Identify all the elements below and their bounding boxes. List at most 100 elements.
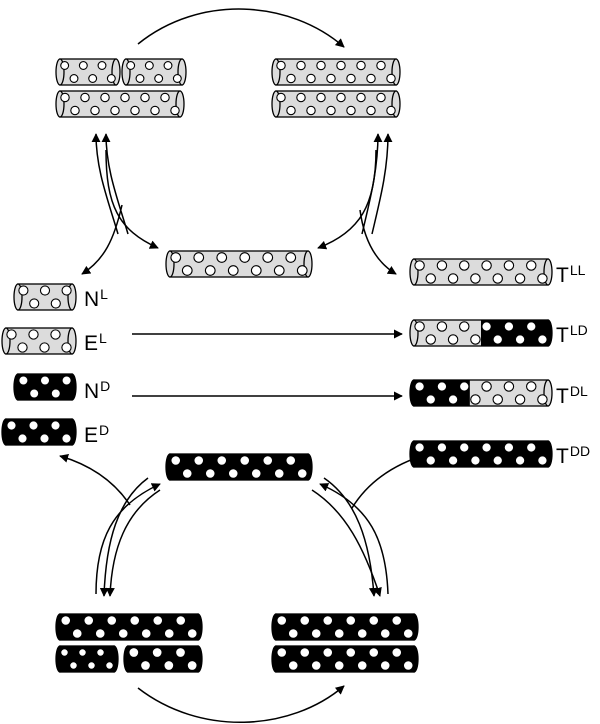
arrow-bl-to-ed <box>59 453 131 506</box>
rod-segment <box>447 259 460 285</box>
rod-nl <box>13 283 77 311</box>
rod-segment <box>310 614 323 640</box>
rod-bead <box>18 375 29 386</box>
rod-bead <box>276 92 286 103</box>
rod-segment <box>285 251 297 277</box>
rod-segment <box>368 614 380 640</box>
rod-bead <box>78 648 87 657</box>
rod-bead <box>126 61 136 70</box>
arrow-tl-up-2 <box>101 133 129 235</box>
rod-segment <box>333 614 346 640</box>
rod-segment <box>299 646 311 672</box>
rod-bead <box>310 628 322 639</box>
rod-segment <box>61 328 73 354</box>
rod-bead <box>425 273 436 284</box>
rod-segment <box>503 259 515 285</box>
rod-segment <box>536 441 549 467</box>
rod-segment <box>18 374 30 400</box>
rod-segment <box>61 374 73 400</box>
rod-segment <box>94 614 107 640</box>
rod-bead <box>216 455 228 466</box>
rod-bead <box>39 285 51 296</box>
rod-segment <box>287 614 300 640</box>
rod-segment <box>60 59 70 85</box>
rod-bead <box>273 265 285 276</box>
rod-segment <box>447 441 460 467</box>
rod-bead <box>333 628 345 639</box>
rod-bead <box>356 92 366 103</box>
rod-bead <box>170 252 182 263</box>
rod-bead <box>356 60 366 71</box>
rod-bottom-left-3 <box>123 645 203 673</box>
rod-segment <box>117 614 130 640</box>
rod-segment <box>163 614 176 640</box>
label-t-dd: TDD <box>556 443 591 468</box>
rod-bead <box>436 321 448 332</box>
rod-bead <box>175 647 186 658</box>
rod-tdl <box>409 379 553 407</box>
rod-segment <box>306 59 317 85</box>
rod-bead <box>88 74 98 83</box>
rod-bead <box>310 660 322 671</box>
rod-segment <box>356 59 367 85</box>
rod-segment <box>458 441 471 467</box>
rod-segment <box>525 380 538 406</box>
rod-segment <box>379 614 392 640</box>
rod-bead <box>296 468 308 479</box>
rod-segment <box>492 380 504 406</box>
rod-segment <box>216 454 228 480</box>
rod-bead <box>239 252 251 263</box>
rod-bead <box>414 442 425 453</box>
rod-top-left-2 <box>121 58 187 86</box>
rod-segment <box>227 454 240 480</box>
rod-bead <box>336 60 346 71</box>
rod-bead <box>287 660 299 671</box>
rod-segment <box>110 91 121 117</box>
rod-bead <box>87 661 96 670</box>
rod-segment <box>316 91 327 117</box>
rod-bead <box>470 394 481 405</box>
arrow-tl-down-center <box>105 149 159 249</box>
rod-bead <box>326 105 336 116</box>
rod-segment <box>536 380 549 406</box>
rod-bead <box>97 61 107 70</box>
rod-bead <box>447 334 459 345</box>
rod-segment <box>481 320 493 346</box>
rod-bead <box>39 433 50 444</box>
rod-bead <box>60 61 70 70</box>
rod-segment <box>60 91 71 117</box>
rod-segment <box>425 320 437 346</box>
rod-bead <box>316 60 326 71</box>
rod-bead <box>336 92 346 103</box>
rod-segment <box>276 59 287 85</box>
rod-bead <box>273 468 285 479</box>
rod-bead <box>50 388 61 399</box>
rod-bead <box>379 628 391 639</box>
rod-segment <box>50 284 62 310</box>
rod-segment <box>296 454 309 480</box>
rod-bead <box>306 73 316 84</box>
rod-bead <box>70 105 80 116</box>
rod-segment <box>144 59 155 85</box>
rod-segment <box>181 251 194 277</box>
rod-nd <box>13 373 77 401</box>
rod-bead <box>39 375 51 386</box>
rod-top-right-2 <box>271 90 401 118</box>
rod-segment <box>39 419 51 445</box>
rod-segment <box>39 284 51 310</box>
rod-bead <box>71 628 83 639</box>
rod-segment <box>356 646 369 672</box>
rod-segment <box>536 259 549 285</box>
rod-bead <box>150 105 160 116</box>
rod-bead <box>492 334 503 345</box>
rod-bead <box>322 647 334 658</box>
rod-bead <box>110 105 120 116</box>
rod-bead <box>140 628 152 639</box>
rod-bead <box>366 73 376 84</box>
rod-bead <box>160 92 170 103</box>
rod-bead <box>356 628 368 639</box>
rod-segment <box>262 454 274 480</box>
rod-bead <box>436 381 448 392</box>
rod-bead <box>29 388 40 399</box>
